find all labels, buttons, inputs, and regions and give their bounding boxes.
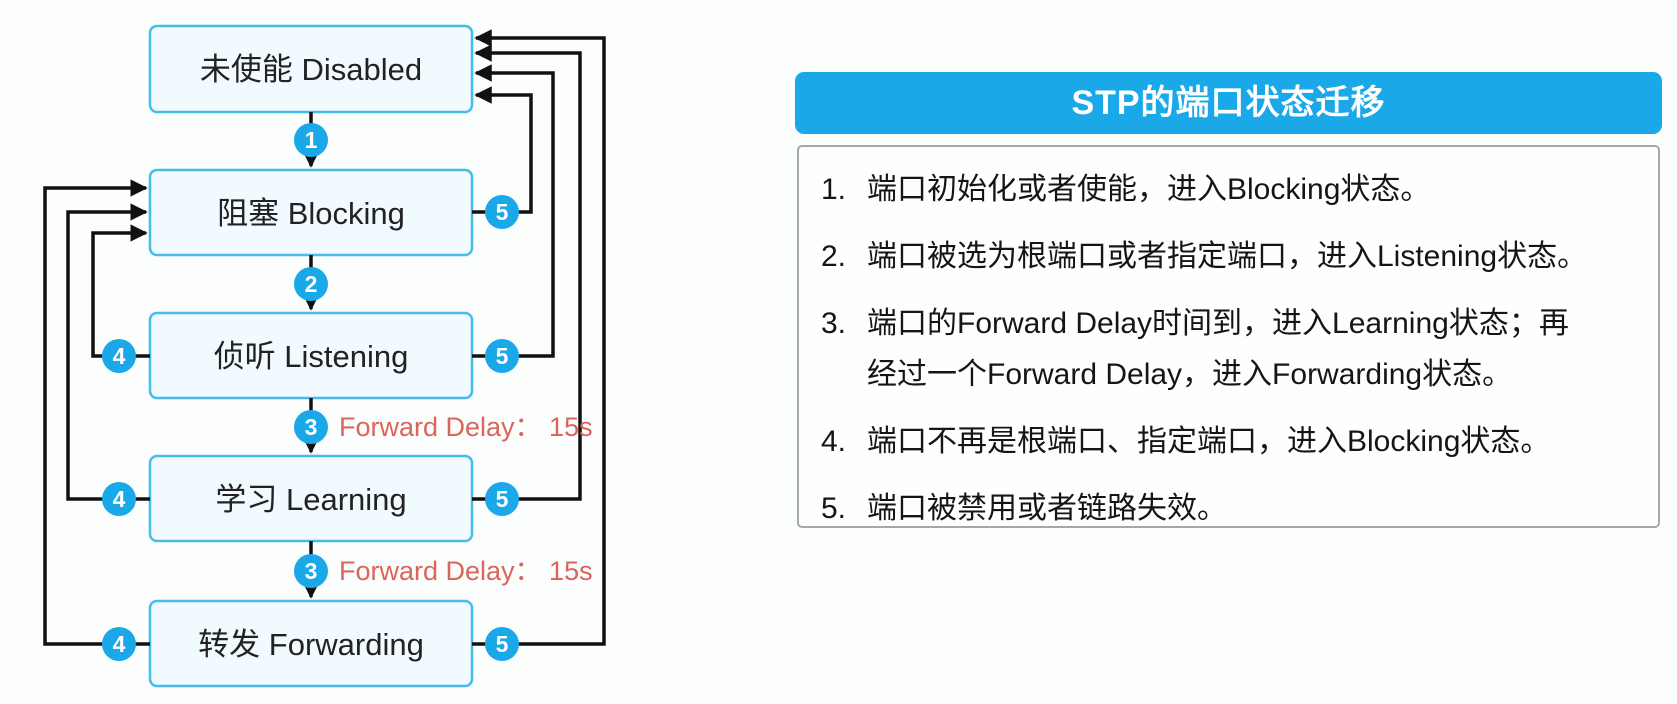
- badge-step-3b: 3: [294, 554, 328, 588]
- badge-circle: [294, 123, 328, 157]
- badge-circle: [485, 339, 519, 373]
- badge-step-4-learning: 4: [102, 482, 136, 516]
- badge-step-2: 2: [294, 267, 328, 301]
- badge-number: 4: [113, 486, 126, 512]
- stp-state-diagram: 未使能 Disabled 阻塞 Blocking 侦听 Listening 学习…: [43, 24, 606, 688]
- badge-number: 5: [496, 486, 509, 512]
- badge-number: 1: [305, 127, 318, 153]
- state-label-disabled: 未使能 Disabled: [200, 52, 422, 87]
- item-text: 端口的Forward Delay时间到，进入Learning状态；再 经过一个F…: [867, 298, 1644, 400]
- item-text: 端口不再是根端口、指定端口，进入Blocking状态。: [867, 425, 1551, 458]
- badge-step-1: 1: [294, 123, 328, 157]
- badge-step-4-listening: 4: [102, 339, 136, 373]
- badge-step-5-forwarding: 5: [485, 627, 519, 661]
- list-item-1: 1. 端口初始化或者使能，进入Blocking状态。: [809, 164, 1644, 215]
- badge-number: 2: [305, 271, 318, 297]
- return-path-4-listening: [91, 224, 150, 358]
- list-item-4: 4. 端口不再是根端口、指定端口，进入Blocking状态。: [809, 416, 1644, 467]
- item-text-line-1: 端口的Forward Delay时间到，进入Learning状态；再: [867, 307, 1569, 340]
- item-number: 5.: [821, 492, 847, 525]
- return-path-4-forwarding: [43, 179, 150, 646]
- item-text-line-2: 经过一个Forward Delay，进入Forwarding状态。: [867, 358, 1513, 391]
- badge-step-5-listening: 5: [485, 339, 519, 373]
- state-label-blocking: 阻塞 Blocking: [217, 196, 405, 231]
- badge-step-5-learning: 5: [485, 482, 519, 516]
- badge-step-3a: 3: [294, 410, 328, 444]
- list-item-5: 5. 端口被禁用或者链路失效。: [809, 483, 1644, 534]
- state-label-forwarding: 转发 Forwarding: [198, 627, 424, 662]
- badge-circle: [485, 627, 519, 661]
- badge-step-4-forwarding: 4: [102, 627, 136, 661]
- info-panel: 1. 端口初始化或者使能，进入Blocking状态。 2. 端口被选为根端口或者…: [797, 145, 1660, 528]
- item-text: 端口被禁用或者链路失效。: [867, 492, 1227, 525]
- badge-number: 3: [305, 414, 318, 440]
- item-text: 端口被选为根端口或者指定端口，进入Listening状态。: [867, 240, 1588, 273]
- badge-circle: [485, 482, 519, 516]
- item-text: 端口初始化或者使能，进入Blocking状态。: [867, 173, 1431, 206]
- item-number: 4.: [821, 425, 847, 458]
- badge-number: 5: [496, 199, 509, 225]
- badge-circle: [294, 267, 328, 301]
- return-path-5-learning: [472, 44, 582, 501]
- list-item-2: 2. 端口被选为根端口或者指定端口，进入Listening状态。: [809, 231, 1644, 282]
- panel-title: STP的端口状态迁移: [795, 72, 1662, 134]
- return-path-5-forwarding: [472, 29, 606, 646]
- forward-delay-label-2: Forward Delay： 15s: [339, 556, 593, 586]
- badge-step-5-blocking: 5: [485, 195, 519, 229]
- transition-list: 1. 端口初始化或者使能，进入Blocking状态。 2. 端口被选为根端口或者…: [809, 164, 1644, 534]
- badge-circle: [485, 195, 519, 229]
- state-label-listening: 侦听 Listening: [214, 339, 409, 374]
- badge-number: 5: [496, 631, 509, 657]
- list-item-3: 3. 端口的Forward Delay时间到，进入Learning状态；再 经过…: [809, 298, 1644, 400]
- item-number: 1.: [821, 173, 847, 206]
- badge-number: 5: [496, 343, 509, 369]
- badge-number: 4: [113, 631, 126, 657]
- badge-number: 4: [113, 343, 126, 369]
- badge-circle: [102, 482, 136, 516]
- item-number: 2.: [821, 240, 847, 273]
- item-number: 3.: [821, 307, 847, 340]
- badge-circle: [102, 627, 136, 661]
- badge-circle: [102, 339, 136, 373]
- state-label-learning: 学习 Learning: [215, 482, 406, 517]
- badge-circle: [294, 554, 328, 588]
- return-path-5-blocking: [472, 86, 533, 214]
- badge-circle: [294, 410, 328, 444]
- badge-number: 3: [305, 558, 318, 584]
- forward-delay-label-1: Forward Delay： 15s: [339, 412, 593, 442]
